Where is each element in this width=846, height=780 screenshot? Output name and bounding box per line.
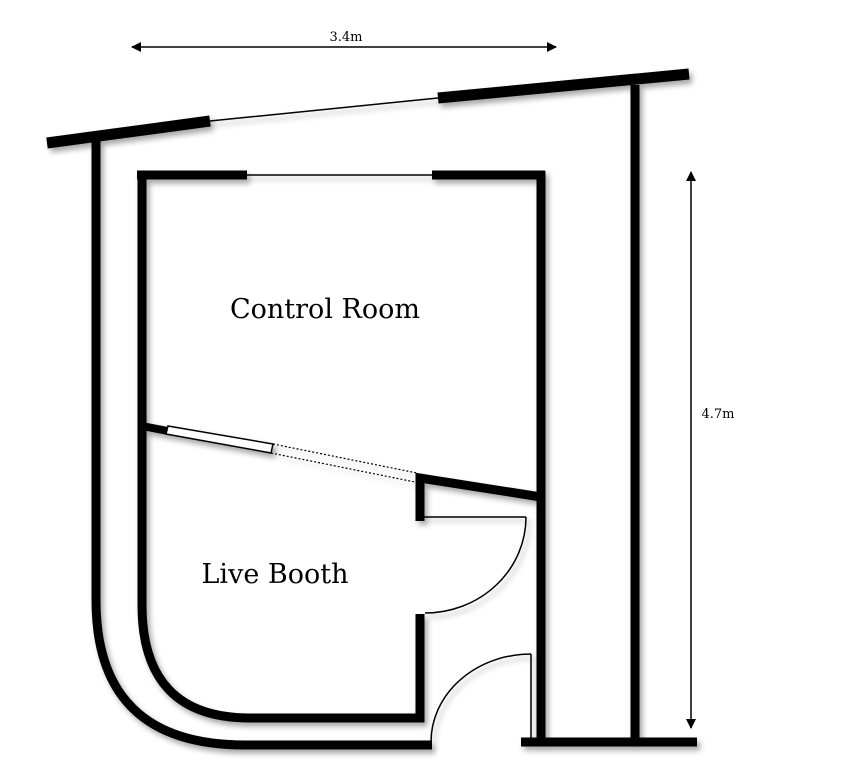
width-label: 3.4m <box>329 30 362 45</box>
width-dimension: 3.4m <box>131 30 557 52</box>
booth-door-swing <box>424 516 527 614</box>
outer-top-wall-right <box>437 68 690 104</box>
entrance-door-swing <box>430 653 532 743</box>
sliding-window-track-bottom <box>270 452 416 483</box>
sliding-window-pane <box>165 425 274 454</box>
outer-top-wall-left <box>46 115 211 149</box>
inner-left-wall <box>137 171 425 723</box>
outer-window <box>209 97 439 122</box>
partition-wall <box>415 472 542 521</box>
height-label: 4.7m <box>701 407 734 422</box>
live-booth-label: Live Booth <box>202 559 349 590</box>
height-dimension: 4.7m <box>686 171 740 729</box>
height-label-bg <box>696 402 740 422</box>
control-room-label: Control Room <box>230 294 420 325</box>
partition-stub <box>141 422 169 435</box>
sliding-window-track-top <box>272 443 418 474</box>
outer-left-wall <box>91 140 432 750</box>
walls <box>46 68 697 750</box>
